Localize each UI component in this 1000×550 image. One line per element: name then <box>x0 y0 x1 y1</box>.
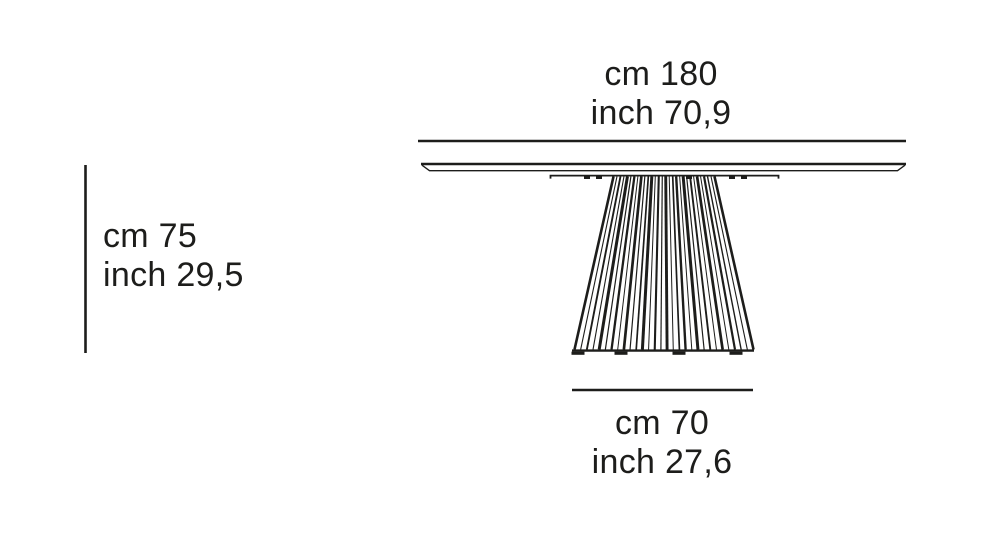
apron-bracket-mark <box>584 176 590 179</box>
flute-line <box>653 176 660 350</box>
flute-line <box>710 176 748 350</box>
flute-line <box>597 176 629 350</box>
pedestal-flutes <box>573 176 755 350</box>
apron-bracket-mark <box>729 176 735 179</box>
flute-line <box>695 176 724 350</box>
flute-line <box>664 176 669 350</box>
apron-bracket-mark <box>741 176 747 179</box>
flute-line <box>668 176 674 350</box>
top-width-dimension-label: cm 180 inch 70,9 <box>591 55 732 133</box>
tabletop-bottom-edge <box>421 164 906 172</box>
left-height-dimension-label: cm 75 inch 29,5 <box>103 217 244 295</box>
pedestal-feet <box>571 351 743 355</box>
flute-line <box>640 176 654 350</box>
apron-outline <box>549 174 780 179</box>
bottom-base-cm: cm 70 <box>614 404 710 442</box>
flute-line <box>681 176 700 350</box>
bottom-base-inch: inch 27,6 <box>591 443 733 481</box>
flute-line <box>660 176 663 350</box>
bottom-base-dimension-label: cm 70 inch 27,6 <box>592 404 733 482</box>
flute-line <box>686 176 705 350</box>
flute-line <box>592 176 625 350</box>
flute-line <box>585 176 622 350</box>
flute-line <box>700 176 730 350</box>
flute-line <box>604 176 632 350</box>
foot-pad <box>614 351 628 355</box>
flute-line <box>573 176 615 350</box>
flute-line <box>580 176 618 350</box>
pedestal-base <box>571 176 755 355</box>
flute-line <box>674 176 687 350</box>
flute-line <box>689 176 712 350</box>
top-width-inch: inch 70,9 <box>590 94 732 132</box>
flute-line <box>617 176 639 350</box>
apron-bracket-marks <box>584 176 747 179</box>
left-height-inch: inch 29,5 <box>103 256 244 294</box>
flute-line <box>671 176 681 350</box>
top-width-cm: cm 180 <box>604 55 718 93</box>
flute-line <box>629 176 646 350</box>
flute-line <box>713 176 755 350</box>
foot-pad <box>729 351 743 355</box>
apron-bar <box>549 174 780 179</box>
flute-line <box>622 176 643 350</box>
apron-bracket-mark <box>686 176 692 179</box>
flute-line <box>693 176 717 350</box>
flute-line <box>648 176 656 350</box>
flute-line <box>679 176 693 350</box>
flute-line <box>702 176 737 350</box>
flute-line <box>635 176 650 350</box>
foot-pad <box>672 351 686 355</box>
left-height-cm: cm 75 <box>103 217 198 255</box>
flute-line <box>610 176 636 350</box>
foot-pad <box>571 351 585 355</box>
flute-line <box>706 176 742 350</box>
tabletop-profile <box>421 162 906 172</box>
apron-bracket-mark <box>596 176 602 179</box>
